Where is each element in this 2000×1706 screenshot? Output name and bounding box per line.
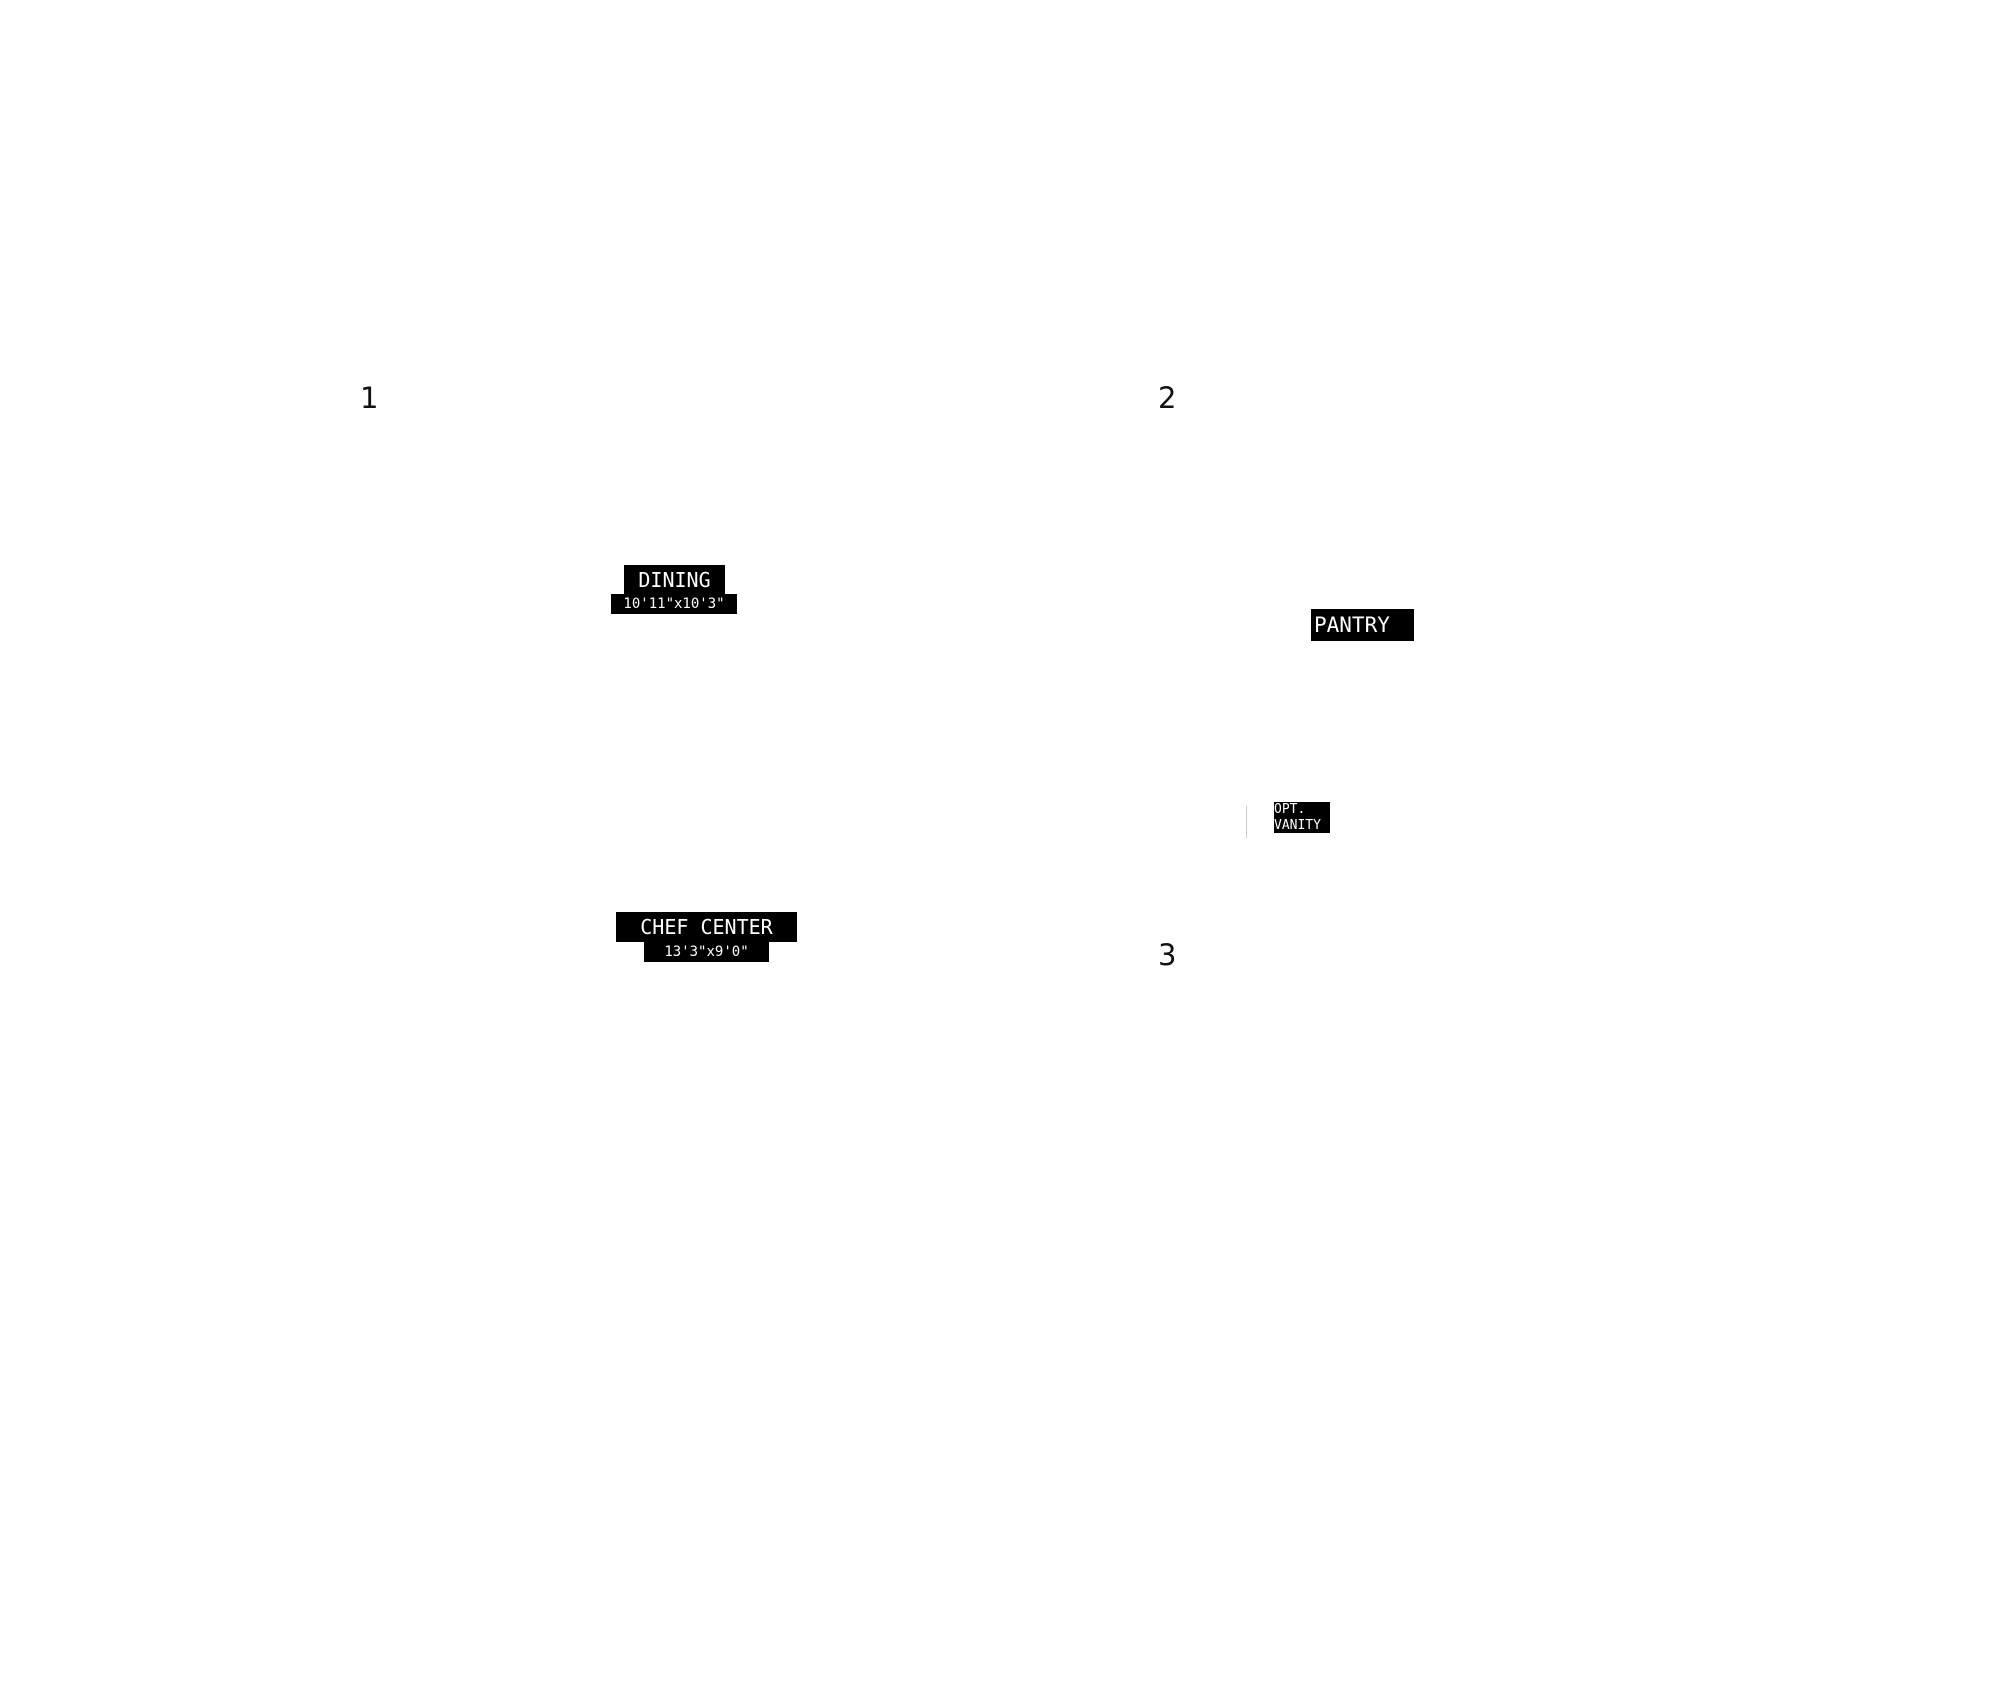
opt-vanity-line1: OPT.: [1274, 802, 1306, 817]
room-dims-chef-center: 13'3"x9'0": [644, 942, 769, 962]
section-marker-1: 1: [360, 381, 379, 415]
opt-vanity-line2: VANITY: [1274, 818, 1321, 833]
section-marker-2: 2: [1158, 381, 1177, 415]
room-label-dining: DINING: [624, 565, 725, 594]
wall-line: [1246, 806, 1247, 838]
room-label-opt-vanity: OPT. VANITY: [1274, 802, 1330, 833]
section-marker-3: 3: [1158, 938, 1177, 972]
room-dims-dining: 10'11"x10'3": [611, 594, 737, 614]
room-label-pantry: PANTRY: [1311, 609, 1414, 641]
room-label-chef-center: CHEF CENTER: [616, 912, 797, 942]
